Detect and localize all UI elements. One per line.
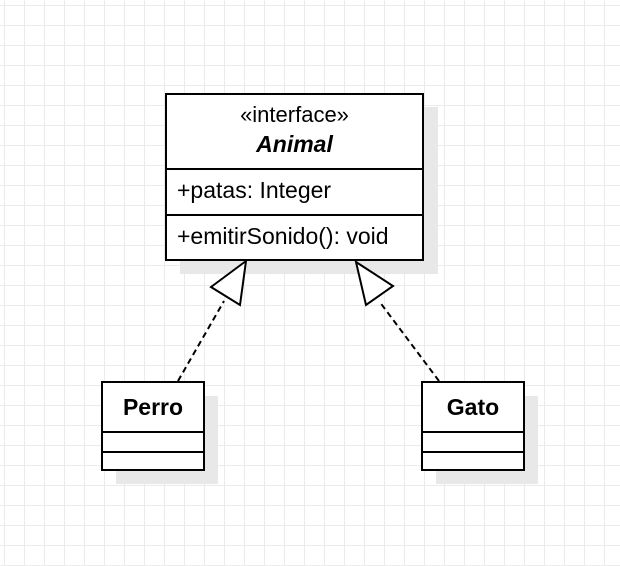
interface-name: Animal xyxy=(256,131,333,157)
animal-interface-box[interactable]: «interface» Animal +patas: Integer +emit… xyxy=(165,93,424,261)
gato-class-box[interactable]: Gato xyxy=(421,381,525,471)
perro-class-box[interactable]: Perro xyxy=(101,381,205,471)
gato-operations-section xyxy=(423,453,523,469)
interface-stereotype: «interface» xyxy=(240,102,349,127)
perro-realization-arrowhead xyxy=(209,258,248,307)
operation-emitir-sonido: +emitirSonido(): void xyxy=(177,223,389,249)
perro-class-name: Perro xyxy=(103,383,203,433)
animal-attributes-section: +patas: Integer xyxy=(167,170,422,216)
perro-operations-section xyxy=(103,453,203,469)
perro-realization-line xyxy=(177,300,225,382)
attribute-patas: +patas: Integer xyxy=(177,177,332,203)
animal-operations-section: +emitirSonido(): void xyxy=(167,216,422,256)
gato-class-name: Gato xyxy=(423,383,523,433)
gato-attributes-section xyxy=(423,433,523,453)
gato-realization-line xyxy=(378,300,440,382)
animal-interface-header: «interface» Animal xyxy=(167,95,422,170)
gato-realization-arrowhead xyxy=(354,259,395,307)
perro-attributes-section xyxy=(103,433,203,453)
